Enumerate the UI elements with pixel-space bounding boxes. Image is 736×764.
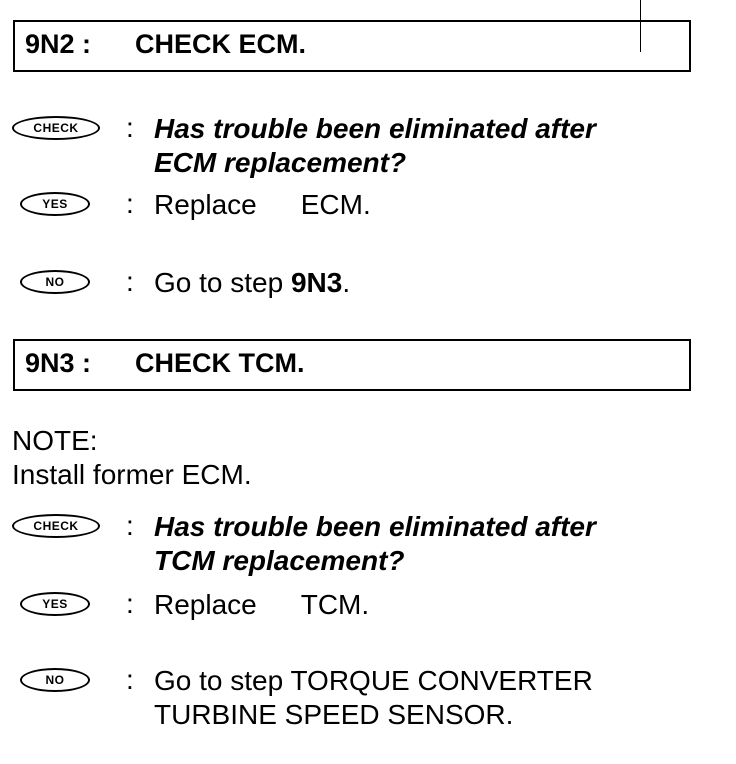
step-number: 9N2 : (25, 29, 92, 59)
yes-action: Replace ECM. (154, 188, 699, 222)
colon: : (126, 266, 134, 297)
check-row: CHECK : Has trouble been eliminated afte… (12, 506, 712, 576)
yes-action-word: Replace (154, 589, 257, 620)
yes-row: YES : Replace ECM. (12, 184, 712, 224)
no-badge: NO (20, 668, 90, 692)
yes-badge: YES (20, 592, 90, 616)
colon: : (126, 112, 134, 143)
check-badge: CHECK (12, 116, 100, 140)
question-line-1: Has trouble been eliminated after (154, 511, 596, 542)
no-action-suffix: . (342, 267, 351, 298)
yes-action: Replace TCM. (154, 588, 699, 622)
no-row: NO : Go to step 9N3. (12, 262, 712, 302)
step-header-9n2: 9N2 : CHECK ECM. (13, 20, 691, 72)
yes-badge: YES (20, 192, 90, 216)
colon: : (126, 510, 134, 541)
no-action-step: 9N3 (290, 267, 343, 298)
check-question: Has trouble been eliminated after TCM re… (154, 510, 699, 578)
no-action: Go to step 9N3. (154, 266, 699, 300)
yes-action-target: ECM. (300, 189, 371, 220)
yes-action-target: TCM. (300, 589, 370, 620)
colon: : (126, 188, 134, 219)
margin-line (640, 0, 641, 52)
step-title: CHECK TCM. (135, 348, 305, 378)
no-action-line-2: TURBINE SPEED SENSOR. (154, 699, 514, 730)
note-label: NOTE: (12, 425, 98, 456)
no-action-line-1: Go to step TORQUE CONVERTER (154, 665, 593, 696)
check-badge: CHECK (12, 514, 100, 538)
no-row: NO : Go to step TORQUE CONVERTER TURBINE… (12, 660, 712, 740)
yes-row: YES : Replace TCM. (12, 584, 712, 624)
colon: : (126, 664, 134, 695)
step-header-9n3: 9N3 : CHECK TCM. (13, 339, 691, 391)
colon: : (126, 588, 134, 619)
no-action-prefix: Go to step (154, 267, 291, 298)
question-line-2: TCM replacement? (154, 545, 405, 576)
check-question: Has trouble been eliminated after ECM re… (154, 112, 699, 180)
step-number: 9N3 : (25, 348, 92, 378)
check-row: CHECK : Has trouble been eliminated afte… (12, 108, 712, 178)
note-text: Install former ECM. (12, 459, 252, 490)
no-badge: NO (20, 270, 90, 294)
step-title: CHECK ECM. (135, 29, 307, 59)
yes-action-word: Replace (154, 189, 257, 220)
question-line-1: Has trouble been eliminated after (154, 113, 596, 144)
no-action: Go to step TORQUE CONVERTER TURBINE SPEE… (154, 664, 699, 732)
question-line-2: ECM replacement? (154, 147, 407, 178)
